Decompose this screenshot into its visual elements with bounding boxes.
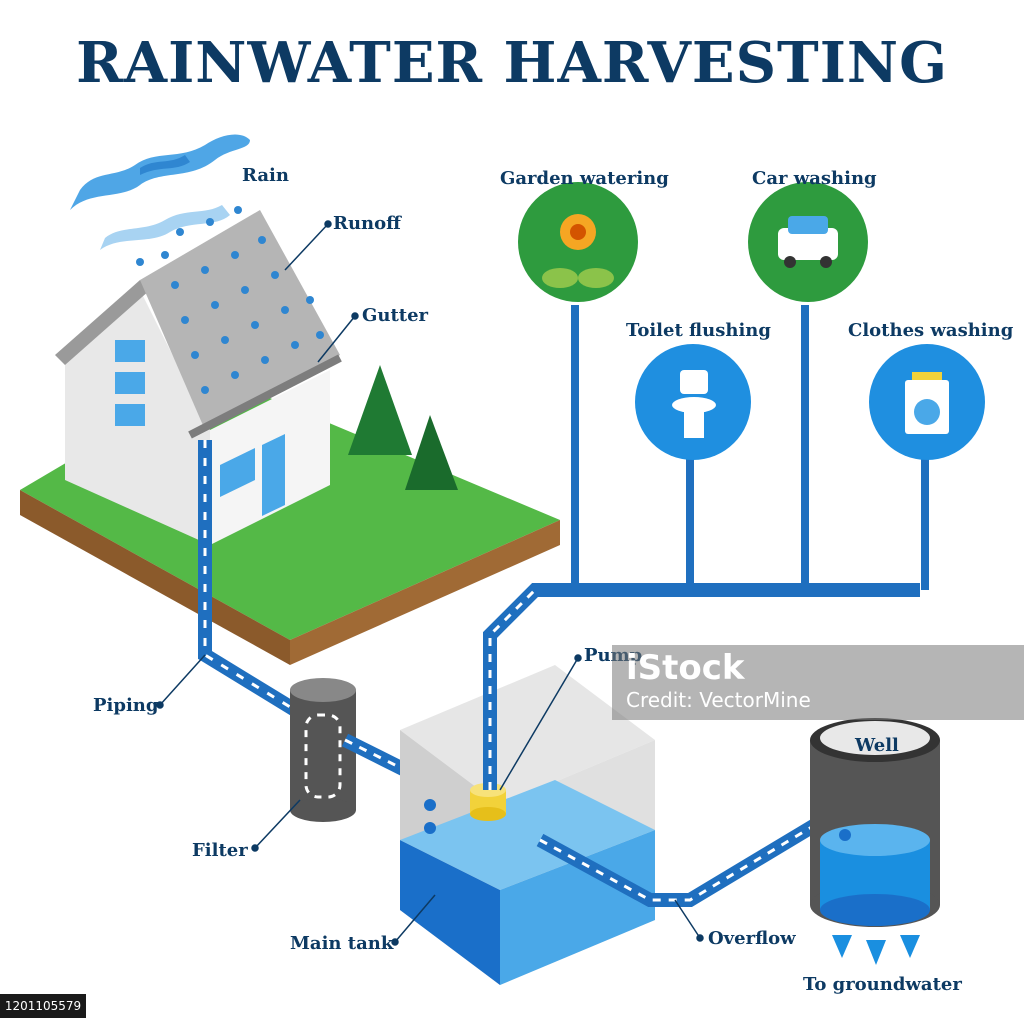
label-runoff: Runoff — [333, 213, 401, 234]
label-well: Well — [855, 735, 899, 756]
label-overflow: Overflow — [708, 928, 796, 949]
well — [810, 718, 940, 927]
leader-lines — [156, 220, 704, 946]
label-clothes-washing: Clothes washing — [848, 320, 1014, 341]
watermark-overlay — [612, 645, 1024, 720]
label-toilet-flushing: Toilet flushing — [626, 320, 771, 341]
stock-id-badge: 1201105579 — [0, 994, 86, 1018]
label-garden-watering: Garden watering — [500, 168, 669, 189]
rain-cloud — [70, 134, 250, 250]
label-main-tank: Main tank — [290, 933, 394, 954]
label-to-groundwater: To groundwater — [803, 974, 962, 995]
pump — [470, 783, 506, 821]
car-washing-icon — [748, 182, 868, 302]
tree-icon — [348, 365, 458, 490]
watermark-credit: Credit: VectorMine — [626, 688, 811, 712]
overflow-pipe — [536, 803, 844, 907]
label-gutter: Gutter — [362, 305, 429, 326]
groundwater-arrows — [832, 935, 920, 965]
page-title: RAINWATER HARVESTING — [76, 30, 948, 96]
label-filter: Filter — [192, 840, 248, 861]
raindrops — [136, 206, 324, 394]
garden-watering-icon — [518, 182, 638, 302]
label-car-washing: Car washing — [752, 168, 877, 189]
filter — [290, 678, 356, 822]
label-piping: Piping — [93, 695, 159, 716]
distribution-pipe — [483, 305, 929, 790]
clothes-washing-icon — [869, 344, 985, 460]
watermark-brand: iStock — [626, 648, 745, 688]
toilet-flushing-icon — [635, 344, 751, 460]
label-rain: Rain — [242, 165, 289, 186]
